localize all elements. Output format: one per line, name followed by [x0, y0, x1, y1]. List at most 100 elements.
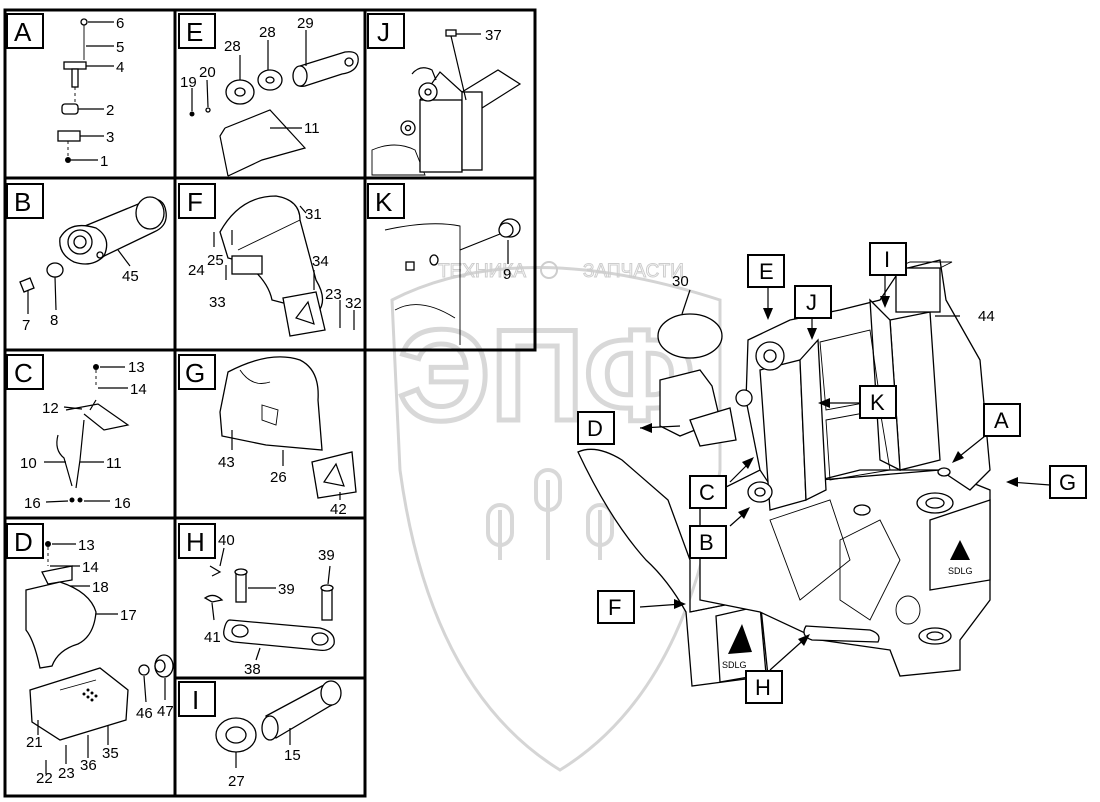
label-e-28b: 28	[259, 24, 276, 41]
label-e-28a: 28	[224, 38, 241, 55]
callout-h: H	[755, 675, 771, 700]
label-b-7: 7	[22, 317, 30, 334]
panel-b-letter: B	[14, 187, 31, 217]
label-a-4: 4	[116, 59, 124, 76]
label-h-38: 38	[244, 661, 261, 678]
brand-text-right: SDLG	[948, 566, 973, 576]
label-i-27: 27	[228, 773, 245, 790]
label-g-42: 42	[330, 501, 347, 518]
panel-i-drawing: 15 27	[215, 680, 342, 790]
label-h-39b: 39	[318, 547, 335, 564]
label-c-12: 12	[42, 400, 59, 417]
panel-a-letter: A	[14, 17, 32, 47]
callout-e: E	[759, 259, 774, 284]
panel-f-drawing: 31 24 25 34 33 23 32	[188, 195, 362, 337]
label-d-14: 14	[82, 559, 99, 576]
label-c-16a: 16	[24, 495, 41, 512]
label-e-11: 11	[304, 120, 320, 137]
panel-g-drawing: 43 26 42	[218, 356, 357, 518]
panel-d-letter: D	[14, 527, 33, 557]
label-a-2: 2	[106, 102, 114, 119]
panel-k-frame	[363, 176, 537, 352]
callout-f: F	[608, 595, 621, 620]
label-c-14: 14	[130, 381, 147, 398]
label-h-40: 40	[218, 532, 235, 549]
label-k-9: 9	[503, 266, 511, 283]
panel-c-letter: C	[14, 358, 33, 388]
panel-e-letter: E	[186, 17, 203, 47]
watermark-right-word: ЗАПЧАСТИ	[583, 261, 684, 282]
label-g-43: 43	[218, 454, 235, 471]
label-j-37: 37	[485, 27, 502, 44]
label-d-18: 18	[92, 579, 109, 596]
main-leaders	[639, 276, 1051, 671]
label-d-47: 47	[157, 703, 174, 720]
panel-k-letter: K	[375, 187, 393, 217]
watermark-left-word: ТЕХНИКА	[438, 261, 526, 282]
label-c-16b: 16	[114, 495, 131, 512]
label-main-44: 44	[978, 308, 995, 325]
label-i-15: 15	[284, 747, 301, 764]
label-d-21: 21	[26, 734, 43, 751]
panel-d-hole-pattern	[82, 688, 98, 702]
label-e-19: 19	[180, 74, 197, 91]
panel-b-drawing: 45 7 8	[19, 196, 167, 334]
panel-c-drawing: 13 14 12 10 11 16 16	[20, 359, 147, 512]
label-d-46: 46	[136, 705, 153, 722]
callout-a: A	[994, 408, 1009, 433]
label-f-31: 31	[305, 206, 322, 223]
panel-h-letter: H	[186, 527, 205, 557]
panel-g-letter: G	[185, 358, 205, 388]
callout-k: K	[870, 390, 885, 415]
label-d-13: 13	[78, 537, 95, 554]
label-f-34: 34	[312, 253, 329, 270]
panel-i-frame	[173, 676, 367, 798]
panel-k-drawing: 9	[384, 218, 521, 345]
label-b-45: 45	[122, 268, 139, 285]
label-d-35: 35	[102, 745, 119, 762]
panel-letters: A E J B F K C G D H I	[6, 13, 405, 717]
watermark-shield-icon	[390, 266, 722, 772]
callout-b: B	[699, 530, 714, 555]
callout-d: D	[587, 416, 603, 441]
main-frame-drawing: SDLG SDLG	[577, 259, 991, 687]
panel-e-drawing: 28 28 29 19 20 11	[180, 15, 359, 177]
panel-j-drawing: 37	[371, 27, 522, 176]
label-a-3: 3	[106, 129, 114, 146]
label-d-23: 23	[58, 765, 75, 782]
label-a-6: 6	[116, 15, 124, 32]
watermark-wheat-icon	[486, 468, 614, 560]
label-a-1: 1	[100, 153, 108, 170]
panel-a-drawing: 6 5 4 2 3 1	[57, 15, 124, 170]
label-f-24: 24	[188, 262, 205, 279]
label-e-20: 20	[199, 64, 216, 81]
watermark-gear-icon	[540, 261, 558, 279]
label-f-23: 23	[325, 286, 342, 303]
label-f-33: 33	[209, 294, 226, 311]
label-e-29: 29	[297, 15, 314, 32]
panel-frames	[3, 8, 537, 798]
label-f-25: 25	[207, 252, 224, 269]
label-h-39a: 39	[278, 581, 295, 598]
label-b-8: 8	[50, 312, 58, 329]
label-d-22: 22	[36, 770, 53, 787]
panel-j-letter: J	[377, 17, 390, 47]
label-f-32: 32	[345, 295, 362, 312]
label-d-36: 36	[80, 757, 97, 774]
callout-j: J	[806, 290, 817, 315]
label-h-41: 41	[204, 629, 221, 646]
callout-i: I	[884, 247, 890, 272]
label-a-5: 5	[116, 39, 124, 56]
label-c-11: 11	[106, 455, 122, 472]
label-c-13: 13	[128, 359, 145, 376]
panel-d-drawing: 13 14 18 17 46 47 21 22 23 36 35	[25, 537, 174, 787]
label-main-30: 30	[672, 273, 689, 290]
callout-g: G	[1059, 470, 1076, 495]
label-d-17: 17	[120, 607, 137, 624]
main-callouts: E I J K D A C B G F H	[577, 242, 1087, 704]
panel-i-letter: I	[192, 685, 199, 715]
panel-f-letter: F	[187, 187, 203, 217]
label-c-10: 10	[20, 455, 37, 472]
brand-text-left: SDLG	[722, 660, 747, 670]
